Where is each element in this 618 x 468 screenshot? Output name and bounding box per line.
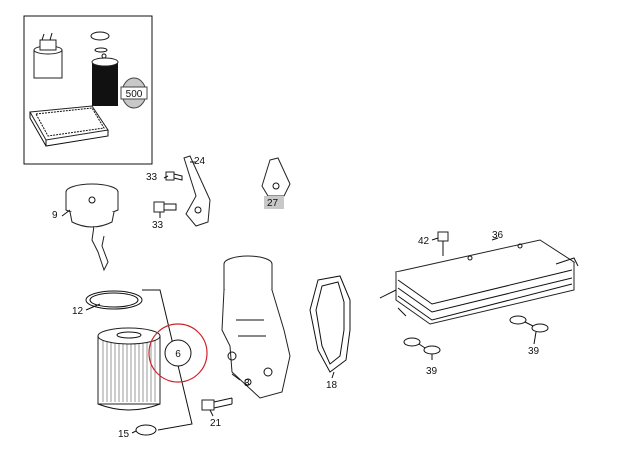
part-21-bolt	[201, 397, 233, 411]
part-24-bracket	[183, 155, 211, 227]
inset-air-filter	[29, 105, 109, 147]
callout-9[interactable]: 9	[52, 210, 58, 221]
callout-12[interactable]: 12	[72, 306, 84, 317]
callout-27[interactable]: 27	[264, 196, 284, 209]
callout-6-label: 6	[175, 349, 181, 360]
part-33-bolt-upper	[165, 171, 183, 181]
callout-39-left[interactable]: 39	[426, 366, 438, 377]
part-12-seal-ring	[85, 290, 143, 310]
part-42-screw	[437, 231, 449, 256]
callout-6[interactable]: 6	[148, 323, 208, 383]
callout-21[interactable]: 21	[210, 418, 222, 429]
callout-33-lower[interactable]: 33	[152, 220, 164, 231]
part-33-bolt-lower	[153, 201, 177, 213]
part-27-bracket	[261, 157, 291, 197]
callout-33-upper[interactable]: 33	[146, 172, 158, 183]
part-39-seal-left	[403, 337, 441, 355]
callout-500-label: 500	[126, 89, 143, 100]
callout-42[interactable]: 42	[418, 236, 430, 247]
part-15-small-seal	[135, 424, 157, 436]
callout-36[interactable]: 36	[492, 230, 504, 241]
part-39-seal-right	[509, 315, 549, 333]
part-3-filter-housing	[221, 255, 291, 399]
callout-27-label: 27	[267, 198, 279, 209]
callout-15[interactable]: 15	[118, 429, 130, 440]
callout-18[interactable]: 18	[326, 380, 338, 391]
inset-service-kit: 500	[23, 15, 153, 165]
callout-39-right[interactable]: 39	[528, 346, 540, 357]
callout-500[interactable]: 500	[120, 77, 148, 109]
part-18-gasket	[309, 275, 351, 373]
callout-24[interactable]: 24	[194, 156, 206, 167]
part-6-filter-element	[97, 327, 161, 411]
inset-oil-filter	[90, 31, 119, 106]
part-9-cap	[65, 183, 119, 272]
callout-3[interactable]: 3	[244, 378, 250, 389]
inset-fuel-filter	[33, 32, 63, 79]
leader-lines	[61, 161, 537, 434]
part-36-oil-cooler	[379, 239, 579, 325]
